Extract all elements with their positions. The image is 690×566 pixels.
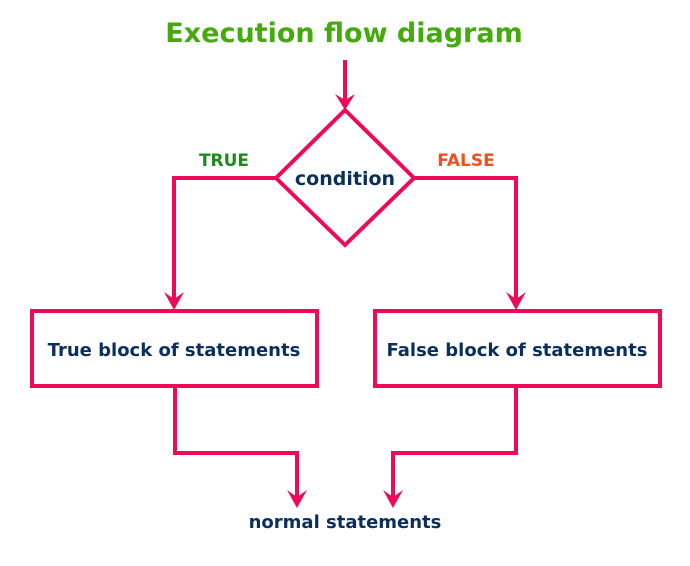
- false-merge-arrowhead-icon: [383, 490, 403, 508]
- true-connector: [172, 176, 278, 302]
- false-connector: [412, 176, 518, 302]
- true-block-label: True block of statements: [48, 340, 301, 361]
- true-branch-label: TRUE: [199, 151, 249, 171]
- true-merge-connector: [173, 385, 299, 502]
- false-arrowhead-icon: [506, 292, 526, 310]
- false-merge-connector: [391, 385, 518, 502]
- true-merge-arrowhead-icon: [287, 490, 307, 508]
- normal-statements-label: normal statements: [249, 512, 442, 533]
- false-block-label: False block of statements: [387, 340, 648, 361]
- diagram-title: Execution flow diagram: [165, 18, 522, 49]
- condition-diamond: [273, 107, 417, 248]
- true-arrowhead-icon: [164, 292, 184, 310]
- false-branch-label: FALSE: [437, 151, 495, 171]
- condition-label: condition: [295, 168, 395, 190]
- entry-arrowhead-icon: [335, 94, 355, 110]
